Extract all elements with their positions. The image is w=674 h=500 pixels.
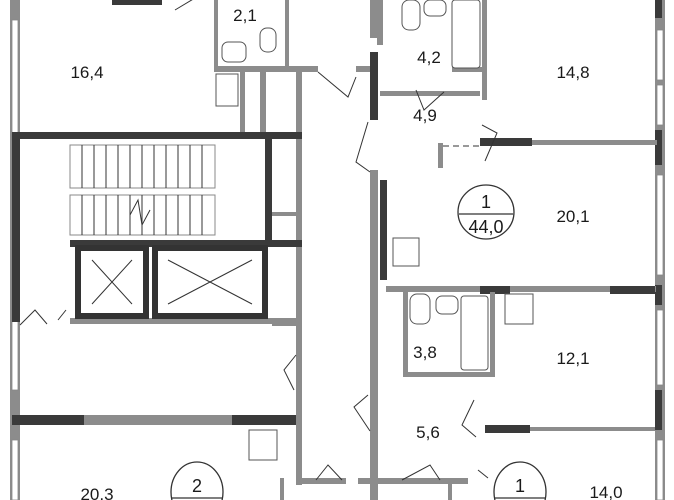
interior-walls — [12, 0, 657, 500]
room-area-14-0: 14,0 — [589, 483, 622, 500]
apartment-badge-3: 1 — [493, 461, 547, 500]
room-area-5-6: 5,6 — [416, 423, 440, 442]
window-right-1 — [656, 29, 664, 81]
room-area-4-2: 4,2 — [417, 48, 441, 67]
apartment-room-count: 1 — [515, 476, 525, 496]
toilet-icon — [409, 293, 431, 325]
sink-icon — [221, 41, 247, 63]
stairs — [69, 144, 216, 236]
sink-icon — [504, 293, 534, 325]
room-area-20-3: 20,3 — [80, 485, 113, 500]
plumbing-fixtures — [215, 0, 534, 461]
apartment-room-count: 2 — [192, 476, 202, 496]
sink-icon — [392, 237, 420, 267]
sink-icon — [248, 429, 278, 461]
doors — [19, 0, 498, 481]
room-area-16-4: 16,4 — [70, 63, 103, 82]
apartment-badge-1: 1 44,0 — [457, 184, 515, 240]
bathtub-icon — [451, 0, 481, 69]
sink-icon — [435, 295, 459, 315]
apartment-room-count: 1 — [481, 192, 491, 212]
window-left-3 — [11, 439, 19, 500]
room-area-4-9: 4,9 — [413, 106, 437, 125]
apartment-area: 44,0 — [468, 217, 503, 237]
window-right-2 — [656, 174, 664, 276]
sink-icon — [215, 73, 239, 107]
room-area-14-8: 14,8 — [556, 63, 589, 82]
apartment-badge-2: 2 — [170, 461, 224, 500]
toilet-icon — [401, 0, 421, 31]
room-area-20-1: 20,1 — [556, 207, 589, 226]
elevators — [75, 245, 268, 319]
room-area-2-1: 2,1 — [233, 6, 257, 25]
room-area-12-1: 12,1 — [556, 349, 589, 368]
room-area-3-8: 3,8 — [413, 343, 437, 362]
toilet-icon — [259, 27, 277, 53]
window-left-1 — [11, 19, 19, 141]
room-labels: 16,4 2,1 4,2 14,8 4,9 20,1 3,8 12,1 5,6 … — [70, 6, 622, 500]
sink-icon — [423, 0, 447, 17]
bathtub-icon — [460, 295, 489, 371]
